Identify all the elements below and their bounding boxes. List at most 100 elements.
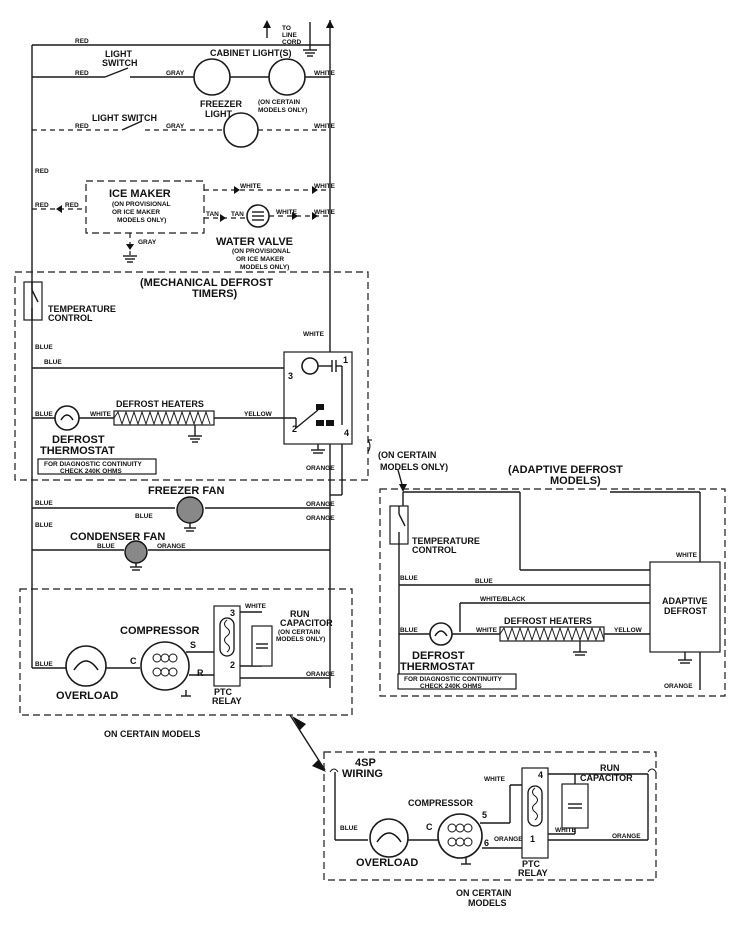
relay-terminal-2: 2 <box>230 660 235 670</box>
wire-tan-1: TAN <box>206 211 219 218</box>
on-certain-models-1: (ON CERTAIN <box>258 99 300 106</box>
wire-orange-ff-2: ORANGE <box>306 515 335 522</box>
mechanical-title-2: TIMERS) <box>192 288 238 300</box>
light-switch-label-2: SWITCH <box>102 58 138 68</box>
water-valve-note-2: OR ICE MAKER <box>236 256 284 263</box>
four-sp-pin-5: 5 <box>482 810 487 820</box>
adaptive-defrost-label-1: ADAPTIVE <box>662 596 708 606</box>
wire-white-valve: WHITE <box>276 209 298 216</box>
compressor-icon <box>140 641 190 691</box>
wire-blue-mech-1: BLUE <box>35 344 53 351</box>
run-capacitor-icon <box>251 625 273 667</box>
adaptive-defrost-thermostat-icon <box>429 622 453 646</box>
cabinet-light-bulb-1 <box>193 58 231 96</box>
overload-icon <box>65 645 107 687</box>
wire-red-ice-2: RED <box>65 202 79 209</box>
four-sp-caption-2: MODELS <box>468 898 507 908</box>
adaptive-defrost-label-2: DEFROST <box>664 606 708 616</box>
ice-maker-title: ICE MAKER <box>109 188 171 200</box>
overload-label: OVERLOAD <box>56 690 118 702</box>
adaptive-title-1: (ADAPTIVE DEFROST <box>508 464 623 476</box>
wire-tan-2: TAN <box>231 211 244 218</box>
to-line-cord-label-3: CORD <box>282 39 301 46</box>
four-sp-run-cap-2: CAPACITOR <box>580 773 633 783</box>
freezer-fan-label: FREEZER FAN <box>148 485 224 497</box>
wire-red-light2: RED <box>75 123 89 130</box>
pin-r: R <box>197 668 204 678</box>
wire-white-ice-2: WHITE <box>314 183 336 190</box>
four-sp-relay-1: 1 <box>530 834 535 844</box>
wire-orange-cf: ORANGE <box>157 543 186 550</box>
ice-maker-box <box>85 180 205 234</box>
wire-blue-comp: BLUE <box>35 661 53 668</box>
terminal-4: 4 <box>344 428 349 438</box>
wire-orange-mech: ORANGE <box>306 465 335 472</box>
diagnostic-note-2: CHECK 240K OHMS <box>60 468 122 475</box>
cabinet-lights-label: CABINET LIGHT(S) <box>210 48 292 58</box>
light-switch-label-1: LIGHT <box>105 49 132 59</box>
pin-c: C <box>130 656 137 666</box>
compressor-label: COMPRESSOR <box>120 625 200 637</box>
water-valve-note-1: (ON PROVISIONAL <box>232 248 291 255</box>
condenser-fan-label: CONDENSER FAN <box>70 531 165 543</box>
ice-maker-note-2: OR ICE MAKER <box>112 209 160 216</box>
wire-white-ice-1: WHITE <box>240 183 262 190</box>
temp-control-label-1: TEMPERATURE <box>48 304 116 314</box>
adaptive-defrost-section <box>379 488 726 697</box>
wire-white-heater: WHITE <box>90 411 112 418</box>
run-cap-label-4: MODELS ONLY) <box>276 636 325 643</box>
wire-orange-4sp-2: ORANGE <box>612 833 641 840</box>
adaptive-temp-control-2: CONTROL <box>412 545 457 555</box>
defrost-thermostat-label-1: DEFROST <box>52 434 105 446</box>
defrost-thermostat-icon <box>54 405 80 431</box>
ptc-relay-label-2: RELAY <box>212 696 242 706</box>
run-cap-label-1: RUN <box>290 609 310 619</box>
on-certain-adaptive-1: (ON CERTAIN <box>378 450 436 460</box>
adaptive-diagnostic-note-box <box>397 673 517 690</box>
wire-blue-ff-2: BLUE <box>135 513 153 520</box>
wire-yellow-adaptive: YELLOW <box>614 627 643 634</box>
pin-s: S <box>190 640 196 650</box>
wire-white-light1: WHITE <box>314 70 336 77</box>
mechanical-defrost-section <box>14 271 369 496</box>
four-sp-title-1: 4SP <box>355 757 376 769</box>
temperature-control-switch <box>23 281 43 321</box>
temp-control-label-2: CONTROL <box>48 313 93 323</box>
wire-gray-ice: GRAY <box>138 239 157 246</box>
wire-red-left: RED <box>35 168 49 175</box>
wire-white-4sp-2: WHITE <box>555 827 577 834</box>
four-sp-pin-6: 6 <box>484 838 489 848</box>
wire-blue-adaptive-3: BLUE <box>400 627 418 634</box>
wire-gray-light1: GRAY <box>166 70 185 77</box>
four-sp-title-2: WIRING <box>342 768 383 780</box>
cabinet-light-circuit <box>32 58 330 96</box>
wire-orange-comp: ORANGE <box>306 671 335 678</box>
wire-blue-adaptive-1: BLUE <box>400 575 418 582</box>
four-sp-compressor-icon <box>437 813 483 859</box>
wire-red-top: RED <box>75 38 89 45</box>
four-sp-compressor-label: COMPRESSOR <box>408 798 474 808</box>
condenser-fan-icon <box>124 540 148 564</box>
mechanical-defrost-box <box>14 271 369 481</box>
run-cap-label-2: CAPACITOR <box>280 618 333 628</box>
terminal-3: 3 <box>288 371 293 381</box>
wire-orange-ff: ORANGE <box>306 501 335 508</box>
freezer-light-label-2: LIGHT <box>205 109 232 119</box>
wire-white-light2: WHITE <box>314 123 336 130</box>
on-certain-models-caption: ON CERTAIN MODELS <box>104 729 200 739</box>
ptc-relay-label-1: PTC <box>214 687 233 697</box>
wire-red-ice: RED <box>35 202 49 209</box>
cabinet-light-bulb-2 <box>268 58 306 96</box>
wire-blue-adaptive-2: BLUE <box>475 578 493 585</box>
four-sp-ptc-2: RELAY <box>518 868 548 878</box>
freezer-light-bulb <box>223 112 259 148</box>
wire-white-comp: WHITE <box>245 603 267 610</box>
four-sp-overload-label: OVERLOAD <box>356 857 418 869</box>
freezer-fan-icon <box>176 496 204 524</box>
defrost-thermostat-label-2: THERMOSTAT <box>40 445 115 457</box>
mechanical-title-1: (MECHANICAL DEFROST <box>140 277 273 289</box>
wire-yellow-mech: YELLOW <box>244 411 273 418</box>
fans-circuit <box>32 496 330 571</box>
diagnostic-note-box <box>37 458 157 475</box>
